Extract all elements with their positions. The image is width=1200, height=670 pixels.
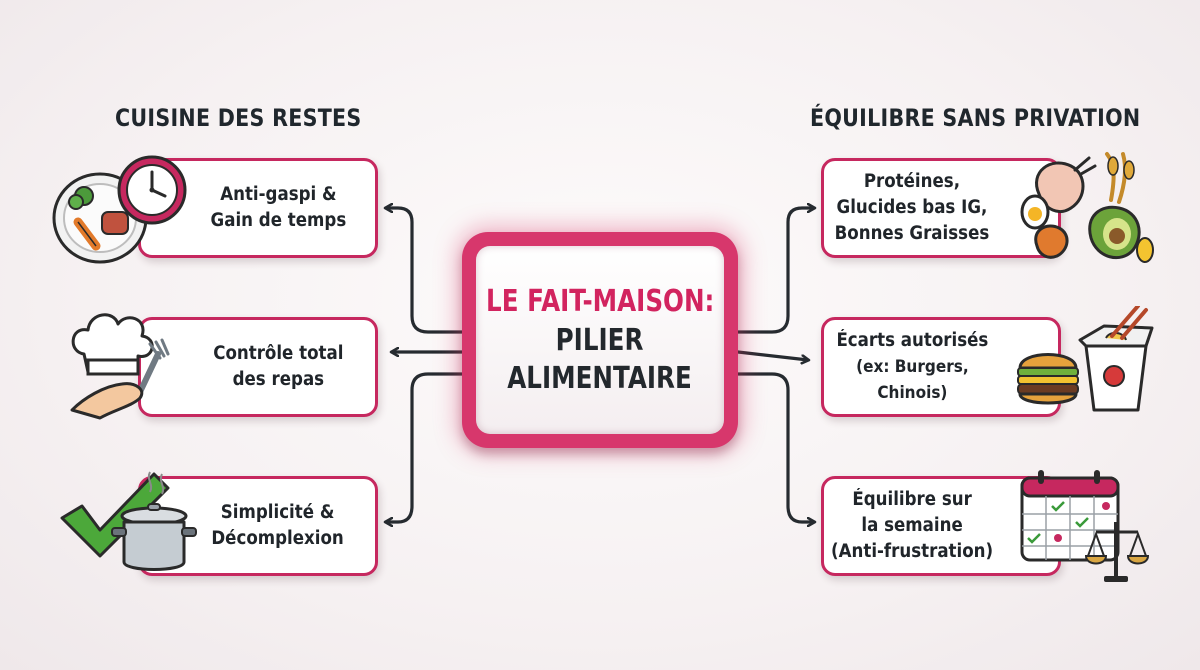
card-text: Protéines, Glucides bas IG, Bonnes Grais… — [835, 169, 990, 247]
card-text: Simplicité & Décomplexion — [212, 500, 344, 552]
card-text-line: (ex: Burgers, — [855, 357, 969, 377]
connector-right-top — [736, 208, 814, 334]
connector-right-bottom — [736, 372, 814, 522]
card-equilibre-semaine: Équilibre sur la semaine (Anti-frustrati… — [821, 476, 1061, 576]
plate-clock-icon — [52, 155, 187, 264]
connector-right-mid — [736, 350, 808, 360]
chef-hat-fork-icon — [70, 313, 170, 420]
right-section-title: ÉQUILIBRE SANS PRIVATION — [810, 104, 1141, 132]
card-text-line: Gain de temps — [210, 210, 346, 231]
card-text: Écarts autorisés (ex: Burgers, Chinois) — [836, 328, 988, 406]
left-section-title: CUISINE DES RESTES — [115, 104, 362, 132]
card-text-line: Décomplexion — [211, 528, 345, 549]
card-text-line: des repas — [232, 369, 324, 390]
burger-takeout-icon — [1017, 306, 1154, 412]
calendar-scale-icon — [1020, 470, 1150, 582]
card-text: Équilibre sur la semaine (Anti-frustrati… — [831, 487, 993, 565]
card-text-line: Bonnes Graisses — [834, 223, 990, 244]
center-title-line2: PILIER — [556, 323, 644, 358]
checkmark-pot-icon — [60, 471, 197, 571]
card-text-line: Anti-gaspi & — [219, 184, 337, 205]
connector-left-bottom — [386, 372, 464, 522]
center-node-inner: LE FAIT-MAISON: PILIER ALIMENTAIRE — [476, 246, 724, 434]
center-title-line3: ALIMENTAIRE — [507, 361, 693, 396]
card-text-line: Contrôle total — [212, 343, 344, 364]
card-text-line: Glucides bas IG, — [836, 197, 988, 218]
card-text-line: Chinois) — [876, 383, 948, 403]
center-node: LE FAIT-MAISON: PILIER ALIMENTAIRE — [462, 232, 738, 448]
card-controle-total: Contrôle total des repas — [138, 317, 378, 417]
card-text-line: Équilibre sur — [852, 489, 972, 510]
card-text-line: Protéines, — [863, 171, 961, 192]
card-text-line: (Anti-frustration) — [830, 541, 994, 562]
card-text-line: la semaine — [861, 515, 963, 536]
card-text: Anti-gaspi & Gain de temps — [210, 182, 346, 234]
card-text-line: Écarts autorisés — [836, 330, 988, 351]
connector-left-top — [386, 208, 464, 334]
card-text: Contrôle total des repas — [213, 341, 343, 393]
healthy-food-icon — [1020, 152, 1154, 263]
card-text-line: Simplicité & — [221, 502, 335, 523]
center-title-line1: LE FAIT-MAISON: — [485, 284, 715, 319]
